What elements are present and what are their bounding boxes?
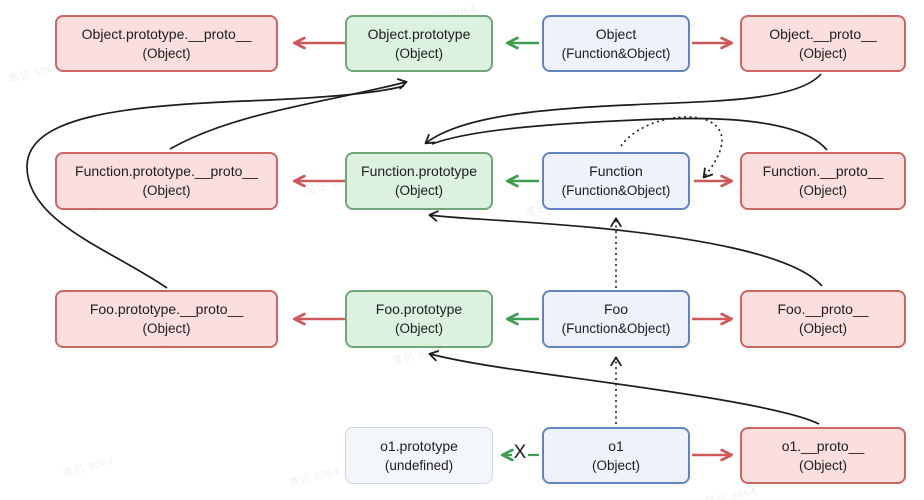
- node-subtitle: (undefined): [384, 457, 454, 473]
- node-title: o1.prototype: [380, 437, 458, 454]
- node-subtitle: (Object): [798, 321, 847, 336]
- node-subtitle: (Object): [591, 457, 640, 473]
- node-subtitle: (Object): [798, 183, 847, 198]
- node-object: Object (Function&Object): [542, 15, 690, 72]
- edge-function-prototype-proto-to-object-prototype: [169, 78, 408, 150]
- node-object-proto: Object.__proto__ (Object): [740, 15, 906, 72]
- node-object-prototype-proto: Object.prototype.__proto__ (Object): [55, 15, 278, 72]
- node-subtitle: (Function&Object): [561, 321, 671, 336]
- node-subtitle: (Object): [394, 45, 443, 61]
- node-function: Function (Function&Object): [542, 152, 690, 210]
- node-foo-proto: Foo.__proto__ (Object): [740, 290, 906, 348]
- node-subtitle: (Object): [142, 321, 191, 336]
- node-subtitle: (Object): [798, 45, 847, 61]
- node-title: Object.__proto__: [769, 25, 877, 42]
- node-subtitle: (Object): [394, 321, 443, 336]
- edge-function-proto-to-function-prototype: [431, 117, 828, 151]
- node-title: Function.prototype: [361, 163, 477, 179]
- node-o1: o1 (Object): [542, 427, 690, 484]
- node-title: Object.prototype: [367, 25, 471, 42]
- node-title: Object: [595, 25, 637, 42]
- node-foo-prototype-proto: Foo.prototype.__proto__ (Object): [55, 290, 278, 348]
- edge-foo-prototype-proto-to-object-prototype: [26, 85, 405, 289]
- node-function-prototype: Function.prototype (Object): [345, 152, 493, 210]
- node-subtitle: (Function&Object): [561, 183, 671, 198]
- node-function-proto: Function.__proto__ (Object): [740, 152, 906, 210]
- node-title: Foo.prototype: [375, 301, 463, 317]
- node-title: Foo: [603, 301, 629, 317]
- node-title: Foo.__proto__: [777, 301, 869, 317]
- node-subtitle: (Function&Object): [561, 45, 671, 61]
- node-subtitle: (Object): [394, 183, 443, 198]
- node-object-prototype: Object.prototype (Object): [345, 15, 493, 72]
- edge-o1-proto-to-foo-prototype: [428, 350, 820, 425]
- node-title: Function: [589, 163, 643, 179]
- node-function-prototype-proto: Function.prototype.__proto__ (Object): [55, 152, 278, 210]
- node-title: Function.prototype.__proto__: [75, 163, 258, 179]
- node-subtitle: (Object): [142, 45, 191, 61]
- node-title: o1: [608, 437, 624, 454]
- edge-object-proto-to-function-prototype: [424, 73, 822, 145]
- node-foo: Foo (Function&Object): [542, 290, 690, 348]
- node-foo-prototype: Foo.prototype (Object): [345, 290, 493, 348]
- broken-link-x-mark: X: [513, 442, 527, 463]
- node-title: Object.prototype.__proto__: [81, 25, 252, 42]
- node-subtitle: (Object): [142, 183, 191, 198]
- edge-function-self-loop-dotted: [620, 116, 723, 179]
- node-subtitle: (Object): [798, 457, 847, 473]
- node-title: Foo.prototype.__proto__: [89, 301, 244, 317]
- node-title: Function.__proto__: [762, 163, 884, 179]
- edge-foo-proto-to-function-prototype: [428, 210, 823, 287]
- node-o1-prototype: o1.prototype (undefined): [345, 427, 493, 484]
- node-o1-proto: o1.__proto__ (Object): [740, 427, 906, 484]
- node-title: o1.__proto__: [781, 437, 865, 454]
